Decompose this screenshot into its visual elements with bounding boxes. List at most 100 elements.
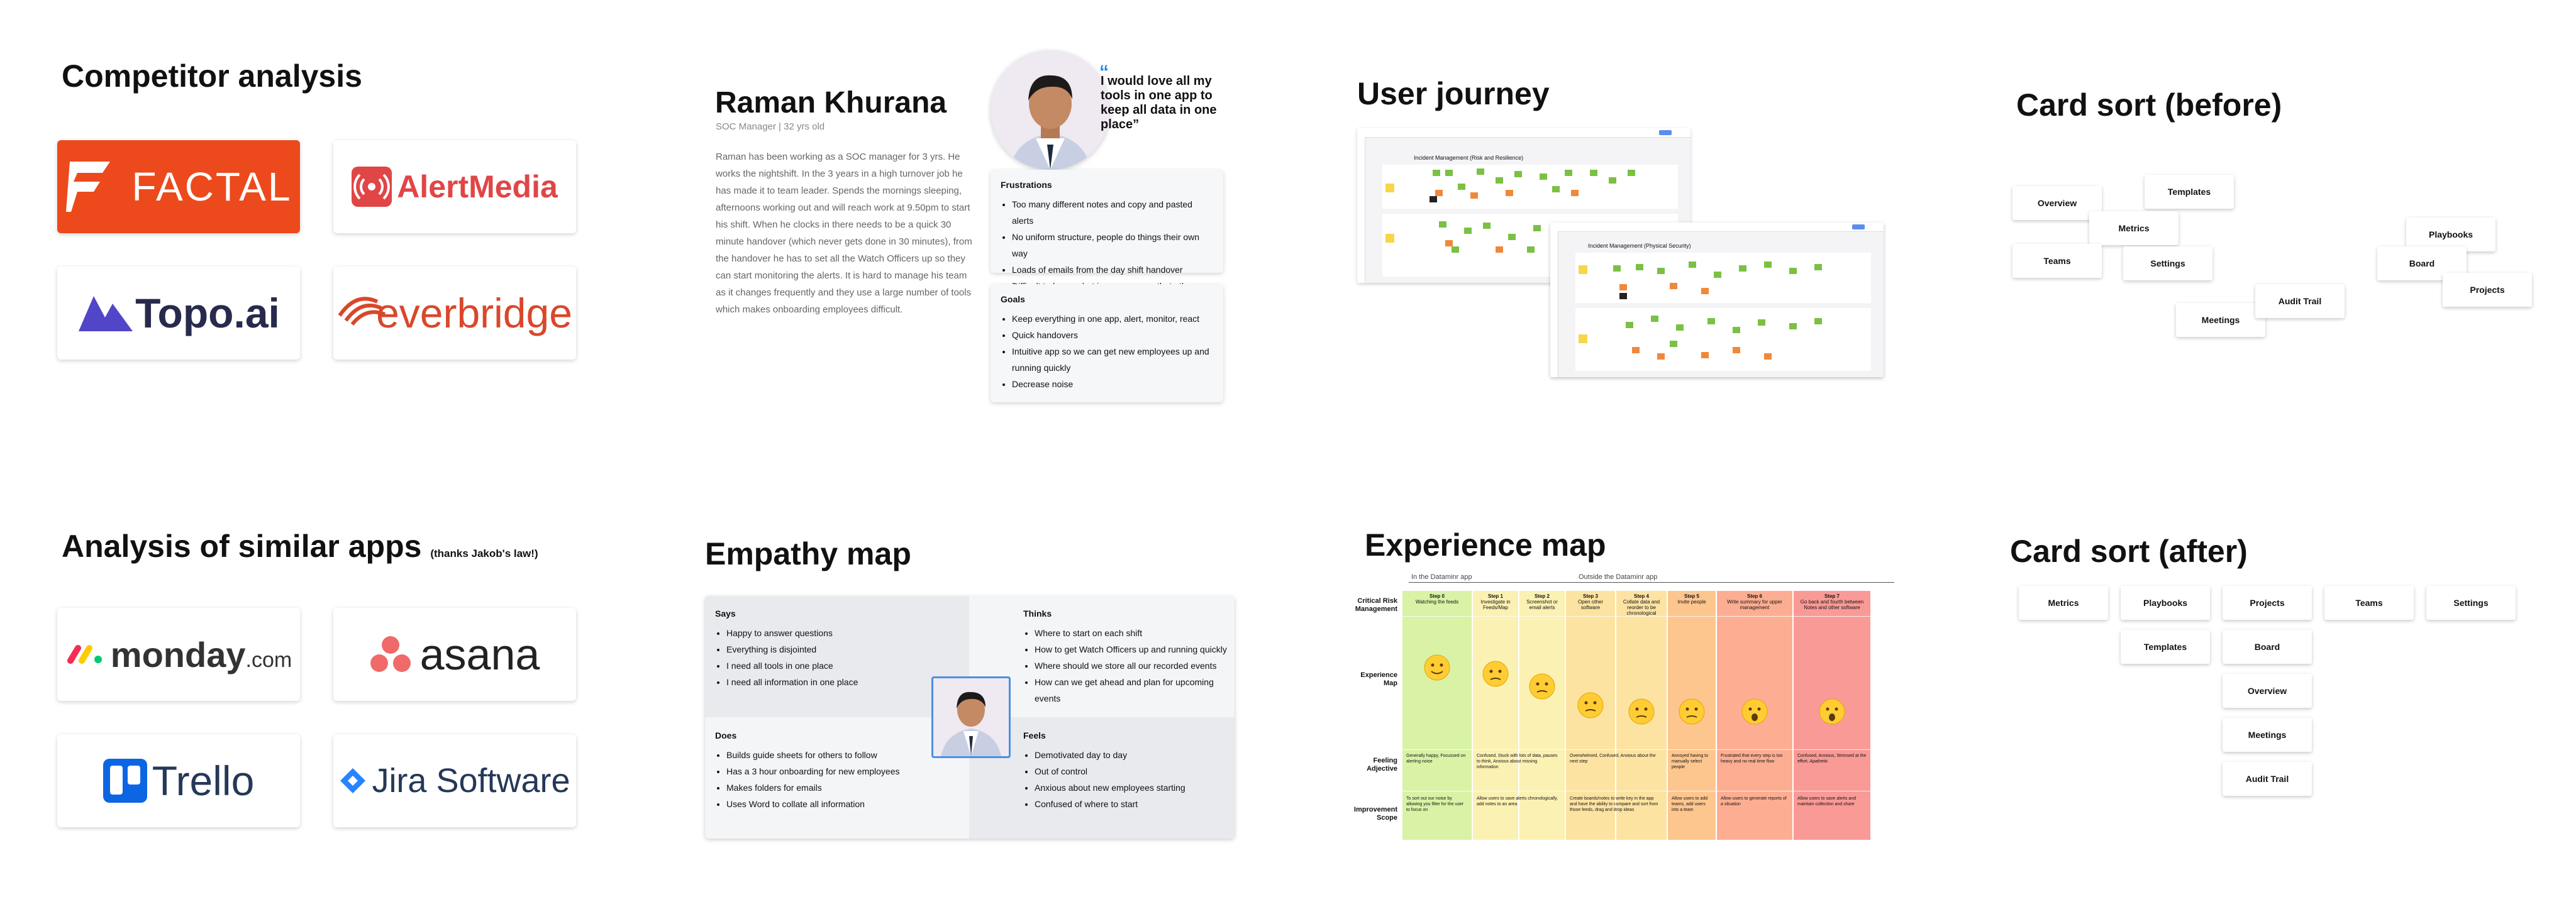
trello-icon: [103, 759, 147, 803]
card-board[interactable]: Board: [2223, 630, 2312, 664]
list-item: Makes folders for emails: [726, 779, 954, 796]
improvement-text: To sort out our noise by allowing you fi…: [1406, 796, 1464, 812]
share-button[interactable]: [1852, 224, 1865, 229]
frustrations-list: Too many different notes and copy and pa…: [1001, 196, 1213, 294]
card-settings[interactable]: Settings: [2123, 246, 2212, 280]
card-meetings[interactable]: Meetings: [2223, 718, 2312, 752]
trello-wordmark: Trello: [152, 757, 255, 804]
person-photo-icon: [941, 691, 1001, 756]
persona-avatar: [991, 50, 1110, 170]
card-playbooks[interactable]: Playbooks: [2121, 586, 2210, 620]
card-teams[interactable]: Teams: [2324, 586, 2414, 620]
card-projects[interactable]: Projects: [2443, 273, 2532, 307]
board-toolbar: [1357, 128, 1690, 138]
everbridge-logo-card: everbridge: [333, 267, 576, 360]
empathy-does: Does Builds guide sheets for others to f…: [715, 730, 954, 812]
card-metrics[interactable]: Metrics: [2089, 211, 2179, 245]
step-label: Go back and fourth between Notes and oth…: [1800, 599, 1864, 610]
card-overview[interactable]: Overview: [2012, 186, 2102, 220]
in-app-label: In the Dataminr app: [1411, 573, 1472, 581]
empathy-feels: Feels Demotivated day to day Out of cont…: [1023, 730, 1231, 812]
everbridge-icon: [338, 297, 386, 326]
in-app-bracket: [1409, 582, 1575, 583]
persona-bio: Raman has been working as a SOC manager …: [716, 151, 972, 315]
feeling-text: Annoyed having to manually select people: [1672, 754, 1708, 769]
feeling-text: Generally happy, Focussed on alerting no…: [1406, 754, 1466, 764]
card-audit-trail[interactable]: Audit Trail: [2255, 284, 2345, 318]
step-label: Watching the feeds: [1415, 599, 1459, 605]
row-label: Improvement Scope: [1353, 806, 1397, 822]
improvement-text: Create boards/notes to write key in the …: [1570, 796, 1658, 812]
card-sort-after-title: Card sort (after): [2010, 534, 2248, 569]
step-number: Step 5: [1684, 593, 1699, 599]
card-metrics[interactable]: Metrics: [2019, 586, 2108, 620]
wink-face-icon: [1424, 654, 1450, 681]
frustrations-heading: Frustrations: [1001, 180, 1052, 190]
step-label: Screenshot or email alerts: [1526, 599, 1558, 610]
step-label: Investigate in Feeds/Map: [1480, 599, 1511, 610]
jira-wordmark: Jira Software: [372, 762, 570, 800]
list-item: No uniform structure, people do things t…: [1012, 229, 1213, 262]
card-templates[interactable]: Templates: [2121, 630, 2210, 664]
person-photo-icon: [991, 50, 1110, 170]
list-item: Builds guide sheets for others to follow: [726, 747, 954, 763]
goals-panel: Goals Keep everything in one app, alert,…: [991, 284, 1223, 402]
confused-face-icon: [1529, 673, 1555, 700]
list-item: How to get Watch Officers up and running…: [1035, 641, 1231, 658]
board-sidebar: [1550, 231, 1558, 377]
factal-wordmark: FACTAL: [131, 164, 292, 209]
card-templates[interactable]: Templates: [2145, 175, 2234, 209]
asana-logo-card: asana: [333, 608, 576, 701]
sad-face-icon: [1819, 698, 1845, 725]
step-label: Write summary for upper management: [1727, 599, 1782, 610]
feels-heading: Feels: [1023, 730, 1046, 741]
row-label: Feeling Adjective: [1367, 757, 1397, 773]
topo-icon: [79, 296, 133, 331]
list-item: Where should we store all our recorded e…: [1035, 658, 1231, 674]
monday-logo-card: monday.com: [57, 608, 300, 701]
card-meetings[interactable]: Meetings: [2176, 303, 2265, 337]
board-toolbar: [1550, 223, 1884, 232]
list-item: Demotivated day to day: [1035, 747, 1231, 763]
share-button[interactable]: [1659, 130, 1672, 135]
list-item: Decrease noise: [1012, 376, 1213, 392]
empathy-map-board: Says Happy to answer questions Everythin…: [705, 596, 1235, 839]
card-playbooks[interactable]: Playbooks: [2406, 217, 2496, 251]
card-teams[interactable]: Teams: [2012, 244, 2102, 278]
confused-face-icon: [1482, 661, 1509, 687]
jira-icon: [340, 768, 366, 793]
quote-mark-icon: “: [1099, 62, 1109, 82]
step-number: Step 4: [1633, 593, 1649, 599]
card-overview[interactable]: Overview: [2223, 674, 2312, 708]
list-item: Loads of emails from the day shift hando…: [1012, 262, 1213, 278]
list-item: Keep everything in one app, alert, monit…: [1012, 311, 1213, 327]
asana-icon: [370, 636, 411, 672]
card-audit-trail[interactable]: Audit Trail: [2223, 762, 2312, 796]
improvement-text: Allow users to add teams, add users into…: [1672, 796, 1708, 812]
step-number: Step 7: [1824, 593, 1840, 599]
goals-list: Keep everything in one app, alert, monit…: [1001, 311, 1213, 392]
improvement-text: Allow users to generate reports of a sit…: [1721, 796, 1787, 807]
alertmedia-logo-card: AlertMedia: [333, 140, 576, 233]
feeling-text: Overwhelmed, Confused, Anxious about the…: [1570, 754, 1656, 764]
row-divider: [1402, 749, 1896, 750]
row-divider: [1402, 616, 1896, 617]
card-settings[interactable]: Settings: [2426, 586, 2516, 620]
says-heading: Says: [715, 608, 736, 619]
empathy-map-title: Empathy map: [705, 536, 911, 571]
card-projects[interactable]: Projects: [2223, 586, 2312, 620]
feeling-text: Frustrated that every step is too heavy …: [1721, 754, 1783, 764]
list-item: Too many different notes and copy and pa…: [1012, 196, 1213, 229]
thinks-heading: Thinks: [1023, 608, 1052, 619]
list-item: Confused of where to start: [1035, 796, 1231, 812]
list-item: Intuitive app so we can get new employee…: [1012, 343, 1213, 376]
